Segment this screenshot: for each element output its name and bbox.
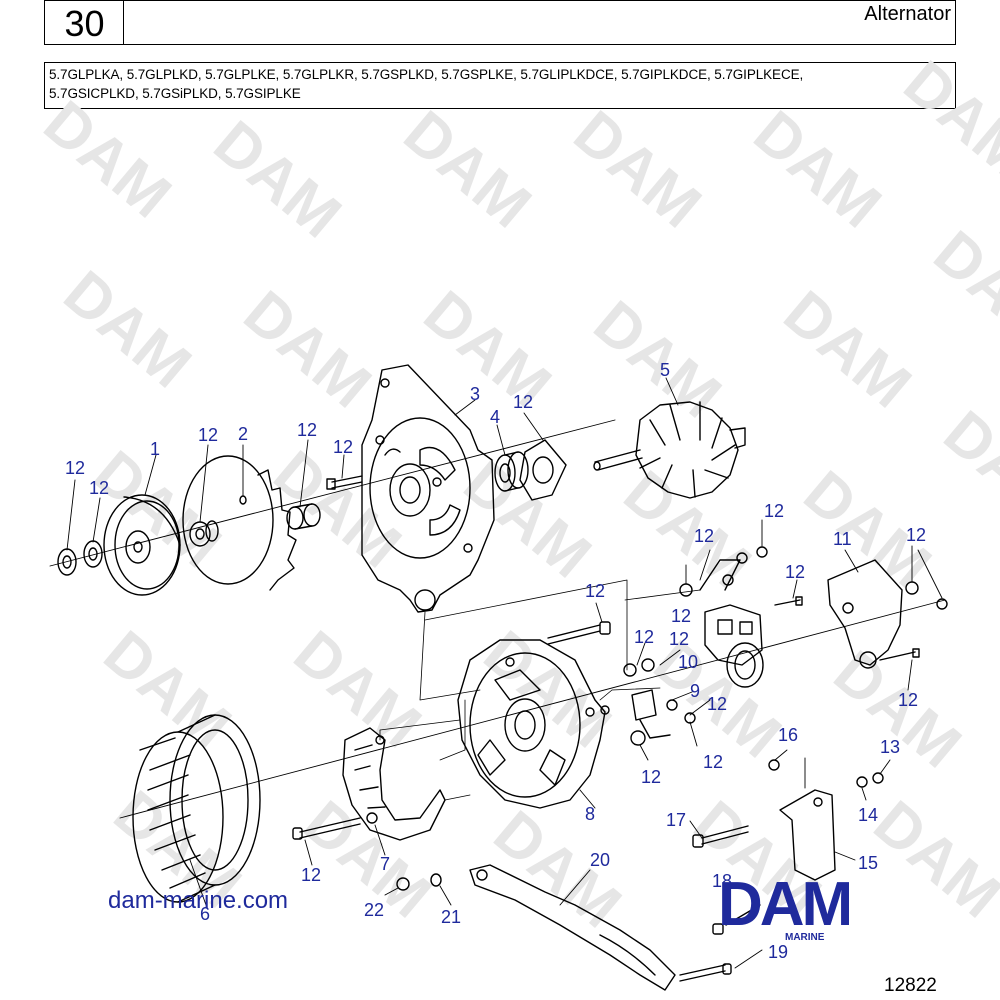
regulator-part bbox=[699, 559, 764, 688]
logo-subtitle: MARINE bbox=[785, 932, 825, 943]
watermark: DAM DAM DAM DAM DAM DAM DAM DAM DAM DAM … bbox=[31, 48, 1000, 942]
pulley-part bbox=[103, 494, 181, 596]
assembly-lines bbox=[379, 579, 701, 801]
bolt-part bbox=[679, 963, 732, 982]
callout-label: 1 bbox=[150, 439, 160, 459]
callout-label: 19 bbox=[768, 942, 788, 962]
rotor-part bbox=[593, 401, 746, 499]
callout-label: 9 bbox=[690, 681, 700, 701]
callout-label: 12 bbox=[703, 752, 723, 772]
watermark-text: DAM bbox=[481, 798, 634, 942]
nut-part bbox=[396, 873, 442, 891]
callout-label: 12 bbox=[634, 627, 654, 647]
callout-label: 10 bbox=[678, 652, 698, 672]
callout-label: 12 bbox=[898, 690, 918, 710]
callout-label: 13 bbox=[880, 737, 900, 757]
callout-label: 12 bbox=[764, 501, 784, 521]
callout-labels: 1 2 3 4 5 6 7 8 9 10 11 12 12 12 12 12 1… bbox=[65, 360, 926, 962]
callout-label: 12 bbox=[694, 526, 714, 546]
models-line: 5.7GSICPLKD, 5.7GSiPLKD, 5.7GSIPLKE bbox=[49, 86, 301, 101]
axis-lines bbox=[49, 419, 946, 819]
watermark-text: DAM bbox=[771, 278, 924, 422]
callout-label: 4 bbox=[490, 407, 500, 427]
models-line: 5.7GLPLKA, 5.7GLPLKD, 5.7GLPLKE, 5.7GLPL… bbox=[49, 67, 804, 82]
site-url: dam-marine.com bbox=[108, 887, 289, 914]
models-box: 5.7GLPLKA, 5.7GLPLKD, 5.7GLPLKE, 5.7GLPL… bbox=[44, 62, 956, 109]
spacer-part bbox=[286, 503, 321, 530]
callout-label: 12 bbox=[641, 767, 661, 787]
callout-label: 18 bbox=[712, 871, 732, 891]
callout-label: 12 bbox=[707, 694, 727, 714]
cover-part bbox=[827, 559, 903, 669]
watermark-text: DAM bbox=[31, 88, 184, 232]
watermark-text: DAM bbox=[51, 258, 204, 402]
watermark-text: DAM bbox=[391, 98, 544, 242]
callout-label: 11 bbox=[833, 529, 852, 549]
section-number-box: 30 bbox=[44, 0, 124, 45]
watermark-text: DAM bbox=[561, 98, 714, 242]
callout-label: 2 bbox=[238, 424, 248, 444]
screw-part bbox=[326, 475, 363, 490]
callout-label: 6 bbox=[200, 904, 210, 924]
callout-label: 5 bbox=[660, 360, 670, 380]
callout-label: 16 bbox=[778, 725, 798, 745]
callout-label: 12 bbox=[585, 581, 605, 601]
callout-label: 12 bbox=[669, 629, 689, 649]
retainer-plate-part bbox=[519, 439, 567, 501]
watermark-text: DAM bbox=[451, 448, 604, 592]
drawing-number: 12822 bbox=[884, 975, 937, 996]
front-housing-part bbox=[361, 364, 495, 613]
callout-label: 12 bbox=[89, 478, 109, 498]
callout-label: 12 bbox=[513, 392, 533, 412]
page-title: Alternator bbox=[864, 3, 951, 25]
rear-housing-part bbox=[457, 639, 610, 809]
callout-label: 12 bbox=[65, 458, 85, 478]
callout-label: 12 bbox=[297, 420, 317, 440]
callout-label: 3 bbox=[470, 384, 480, 404]
watermark-text: DAM bbox=[231, 278, 384, 422]
watermark-text: DAM bbox=[261, 438, 414, 582]
watermark-text: DAM bbox=[861, 788, 1000, 932]
leader-lines bbox=[66, 377, 943, 969]
logo-wordmark: DAM bbox=[718, 870, 853, 939]
callout-label: 12 bbox=[906, 525, 926, 545]
callout-label: 12 bbox=[301, 865, 321, 885]
through-bolt-part bbox=[292, 621, 611, 840]
rectifier-part bbox=[342, 727, 446, 841]
title-box: Alternator bbox=[123, 0, 956, 45]
callout-label: 7 bbox=[380, 854, 390, 874]
watermark-text: DAM bbox=[741, 98, 894, 242]
adjusting-arm-part bbox=[469, 864, 676, 991]
watermark-text: DAM bbox=[921, 218, 1000, 362]
watermark-text: DAM bbox=[611, 458, 764, 602]
callout-label: 21 bbox=[441, 907, 461, 927]
watermark-text: DAM bbox=[201, 108, 354, 252]
stator-part bbox=[132, 714, 261, 903]
callout-label: 12 bbox=[198, 425, 218, 445]
callout-label: 12 bbox=[785, 562, 805, 582]
callout-label: 14 bbox=[858, 805, 878, 825]
callout-label: 12 bbox=[333, 437, 353, 457]
section-number: 30 bbox=[64, 3, 105, 44]
watermark-text: DAM bbox=[281, 618, 434, 762]
bracket-part bbox=[692, 759, 884, 935]
callout-label: 12 bbox=[671, 606, 691, 626]
callout-label: 17 bbox=[666, 810, 686, 830]
callout-label: 20 bbox=[590, 850, 610, 870]
watermark-text: DAM bbox=[411, 278, 564, 422]
brush-holder-part bbox=[631, 689, 671, 739]
callout-label: 22 bbox=[364, 900, 384, 920]
callout-label: 8 bbox=[585, 804, 595, 824]
callout-label: 15 bbox=[858, 853, 878, 873]
watermark-text: DAM bbox=[931, 398, 1000, 542]
watermark-text: DAM bbox=[891, 48, 1000, 192]
